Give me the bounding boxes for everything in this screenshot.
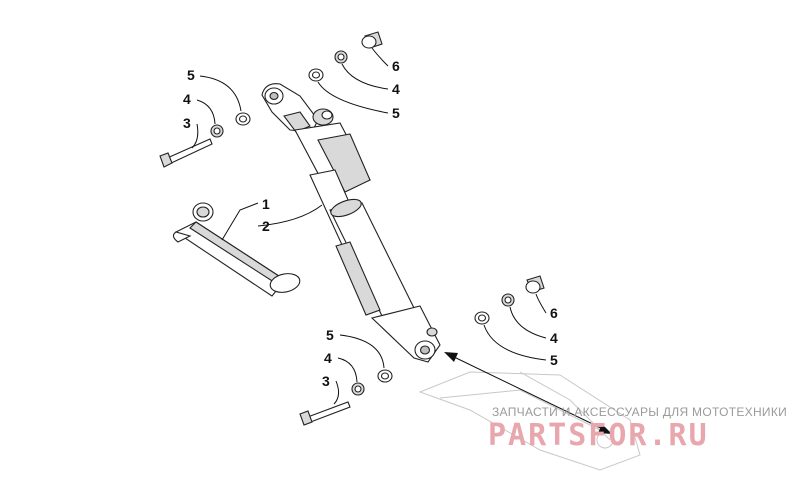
bottom-left-spacer [351, 382, 365, 396]
callout-2: 2 [262, 218, 270, 234]
bottom-right-spacer [501, 293, 515, 307]
callout-4-bottom-right: 4 [550, 330, 558, 346]
callout-3-top: 3 [183, 115, 191, 131]
callout-6-bottom: 6 [550, 305, 558, 321]
callout-4-top-right: 4 [392, 81, 400, 97]
top-left-spacer [210, 124, 224, 138]
callout-5-bottom-right: 5 [550, 352, 558, 368]
watermark-caption: ЗАПЧАСТИ И АКСЕССУАРЫ ДЛЯ МОТОТЕХНИКИ [492, 405, 788, 419]
callout-6-top: 6 [392, 58, 400, 74]
spanner-tool [172, 202, 301, 297]
shock-absorber [261, 83, 441, 363]
assembly-arrow [444, 352, 612, 434]
callout-5-bottom-left: 5 [326, 327, 334, 343]
adjuster-knob [312, 108, 334, 126]
bottom-left-washer [377, 369, 393, 383]
frame-bracket-outline [418, 371, 641, 471]
top-nut [361, 31, 383, 49]
callout-4-top-left: 4 [183, 91, 191, 107]
watermark-logo: PARTSFOR.RU [488, 418, 709, 453]
bottom-nut [525, 275, 545, 294]
bottom-right-washer [474, 311, 490, 325]
top-right-spacer [334, 50, 348, 64]
bottom-bolt [299, 401, 351, 426]
callout-5-top-left: 5 [187, 67, 195, 83]
top-right-washer [308, 68, 324, 82]
callout-1: 1 [262, 196, 270, 212]
leader-lines [191, 47, 547, 405]
callout-5-top-right: 5 [392, 105, 400, 121]
top-bolt [159, 138, 213, 168]
top-left-washer [235, 112, 251, 126]
callout-4-bottom-left: 4 [324, 350, 332, 366]
callout-3-bottom: 3 [322, 373, 330, 389]
